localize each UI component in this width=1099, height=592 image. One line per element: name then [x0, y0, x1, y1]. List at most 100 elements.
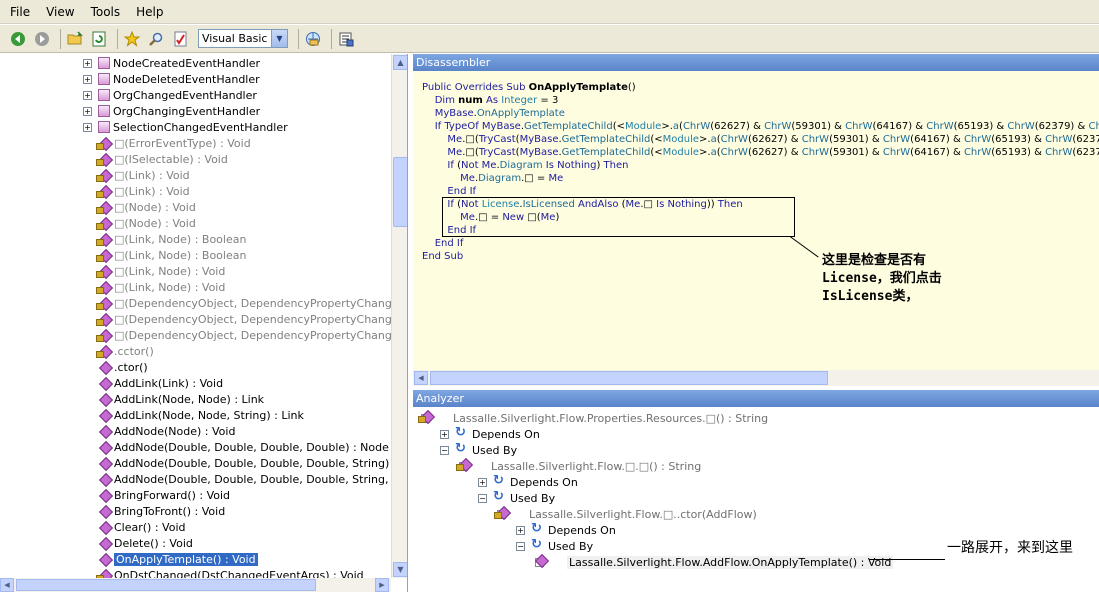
- favorites-icon[interactable]: [122, 29, 142, 49]
- tree-item[interactable]: □(DependencyObject, DependencyPropertyCh…: [96, 311, 408, 327]
- tree-item[interactable]: □(DependencyObject, DependencyPropertyCh…: [96, 327, 407, 343]
- scroll-down-icon[interactable]: ▼: [393, 562, 407, 577]
- tree-item[interactable]: BringForward() : Void: [99, 487, 230, 503]
- expand-icon[interactable]: +: [83, 106, 92, 116]
- analyzer-item[interactable]: −Used By: [478, 489, 555, 506]
- tree-item[interactable]: +OrgChangingEventHandler: [83, 103, 260, 119]
- code-token: .: [558, 134, 562, 145]
- checklist-icon[interactable]: [170, 29, 190, 49]
- scroll-thumb[interactable]: [430, 371, 828, 385]
- analyzer-item[interactable]: − Used By: [440, 441, 518, 458]
- tree-item[interactable]: +OrgChangedEventHandler: [83, 87, 257, 103]
- tree-item[interactable]: AddLink(Link) : Void: [99, 375, 223, 391]
- analyzer-item-label: Used By: [472, 443, 518, 457]
- scroll-thumb[interactable]: [16, 579, 316, 591]
- analyzer-item[interactable]: +Lassalle.Silverlight.Flow.AddFlow.OnApp…: [535, 554, 894, 570]
- code-token: GetTemplateChild: [524, 121, 613, 132]
- forward-icon[interactable]: [32, 29, 52, 49]
- tree-item[interactable]: .cctor(): [96, 343, 154, 359]
- tree-item[interactable]: AddLink(Node, Node) : Link: [99, 391, 264, 407]
- chevron-down-icon[interactable]: ▼: [271, 30, 287, 47]
- tree-item[interactable]: □(Link) : Void: [96, 167, 190, 183]
- analyzer-item[interactable]: −Lassalle.Silverlight.Flow.□..ctor(AddFl…: [497, 506, 757, 522]
- scroll-right-icon[interactable]: ▶: [375, 578, 389, 592]
- tree-horizontal-scrollbar[interactable]: ◀ ▶: [0, 578, 391, 592]
- tree-vertical-scrollbar[interactable]: ▲ ▼: [391, 54, 407, 578]
- code-token: (62379) &: [1072, 134, 1099, 145]
- menu-tools[interactable]: Tools: [90, 4, 121, 19]
- tree-item[interactable]: AddNode(Double, Double, Double, Double, …: [99, 455, 407, 471]
- collapse-icon[interactable]: −: [440, 445, 449, 455]
- tree-item[interactable]: □(Link, Node) : Boolean: [96, 231, 246, 247]
- code-token: Module: [624, 121, 662, 132]
- tree-item[interactable]: +SelectionChangedEventHandler: [83, 119, 288, 135]
- expand-icon[interactable]: +: [83, 122, 92, 132]
- refresh-icon[interactable]: [89, 29, 109, 49]
- dependency-icon: [493, 473, 505, 488]
- expand-icon[interactable]: +: [516, 525, 525, 535]
- analyzer-item[interactable]: −Used By: [516, 537, 593, 554]
- analyzer-item[interactable]: +Depends On: [516, 521, 616, 538]
- tree-item-label: .cctor(): [114, 344, 154, 358]
- tree-item[interactable]: .ctor(): [99, 359, 148, 375]
- tree-item[interactable]: □(ISelectable) : Void: [96, 151, 228, 167]
- code-token: GetTemplateChild: [561, 134, 651, 145]
- private-method-icon: [96, 345, 111, 358]
- tree-item[interactable]: +NodeDeletedEventHandler: [83, 71, 260, 87]
- menu-view[interactable]: View: [46, 4, 75, 19]
- code-token: As: [482, 95, 502, 106]
- menu-help[interactable]: Help: [136, 4, 164, 19]
- code-token: .□(: [462, 134, 479, 145]
- scroll-thumb[interactable]: [393, 157, 407, 227]
- analyzer-item[interactable]: −Lassalle.Silverlight.Flow.Properties.Re…: [421, 410, 768, 426]
- scroll-left-icon[interactable]: ◀: [0, 578, 14, 592]
- analyzer-item[interactable]: + Depends On: [440, 425, 540, 442]
- analyzer-item[interactable]: +Depends On: [478, 473, 578, 490]
- tree-item[interactable]: □(DependencyObject, DependencyPropertyCh…: [96, 295, 407, 311]
- tree-item[interactable]: □(Node) : Void: [96, 215, 196, 231]
- tree-item[interactable]: AddNode(Double, Double, Double, Double) …: [99, 439, 389, 455]
- options-icon[interactable]: [336, 29, 356, 49]
- scroll-up-icon[interactable]: ▲: [393, 55, 407, 70]
- expand-icon[interactable]: +: [478, 477, 487, 487]
- tree-item[interactable]: AddNode(Node) : Void: [99, 423, 235, 439]
- expand-icon[interactable]: +: [83, 74, 92, 84]
- tree-item-label: □(DependencyObject, DependencyPropertyCh…: [114, 312, 408, 326]
- expand-icon[interactable]: +: [83, 90, 92, 100]
- tree-item[interactable]: BringToFront() : Void: [99, 503, 225, 519]
- tree-item[interactable]: Delete() : Void: [99, 535, 193, 551]
- code-token: MyBase: [481, 121, 521, 132]
- tree-item-label: □(ErrorEventType) : Void: [114, 136, 251, 150]
- menu-file[interactable]: File: [10, 4, 31, 19]
- scroll-left-icon[interactable]: ◀: [414, 371, 428, 385]
- code-token: (62379) &: [1034, 121, 1089, 132]
- collapse-icon[interactable]: −: [478, 493, 487, 503]
- web-icon[interactable]: [303, 29, 323, 49]
- tree-item[interactable]: OnApplyTemplate() : Void: [99, 551, 258, 567]
- disassembler-code-view[interactable]: Public Overrides Sub OnApplyTemplate() D…: [413, 71, 1099, 371]
- tree-item[interactable]: AddNode(Double, Double, Double, Double, …: [99, 471, 407, 487]
- tree-item[interactable]: □(ErrorEventType) : Void: [96, 135, 251, 151]
- code-token: = 3: [537, 95, 559, 106]
- code-token: ChrW: [845, 121, 873, 132]
- tree-item[interactable]: Clear() : Void: [99, 519, 186, 535]
- expand-icon[interactable]: +: [440, 429, 449, 439]
- tree-item[interactable]: □(Link, Node) : Boolean: [96, 247, 246, 263]
- analyzer-item-label: Depends On: [472, 427, 540, 441]
- tree-item[interactable]: AddLink(Node, Node, String) : Link: [99, 407, 304, 423]
- private-method-icon: [474, 460, 486, 472]
- tree-item[interactable]: □(Link, Node) : Void: [96, 263, 225, 279]
- annotation-line: IsLicense类，: [822, 289, 919, 304]
- disassembler-horizontal-scrollbar[interactable]: ◀: [413, 370, 1099, 386]
- back-icon[interactable]: [8, 29, 28, 49]
- tree-item[interactable]: +NodeCreatedEventHandler: [83, 55, 260, 71]
- collapse-icon[interactable]: −: [516, 541, 525, 551]
- tree-item[interactable]: □(Link, Node) : Void: [96, 279, 225, 295]
- tree-item[interactable]: □(Node) : Void: [96, 199, 196, 215]
- language-select[interactable]: Visual Basic ▼: [198, 29, 288, 48]
- search-icon[interactable]: [146, 29, 166, 49]
- tree-item[interactable]: □(Link) : Void: [96, 183, 190, 199]
- expand-icon[interactable]: +: [83, 58, 92, 68]
- analyzer-item[interactable]: −Lassalle.Silverlight.Flow.□.□() : Strin…: [459, 458, 701, 474]
- open-icon[interactable]: [65, 29, 85, 49]
